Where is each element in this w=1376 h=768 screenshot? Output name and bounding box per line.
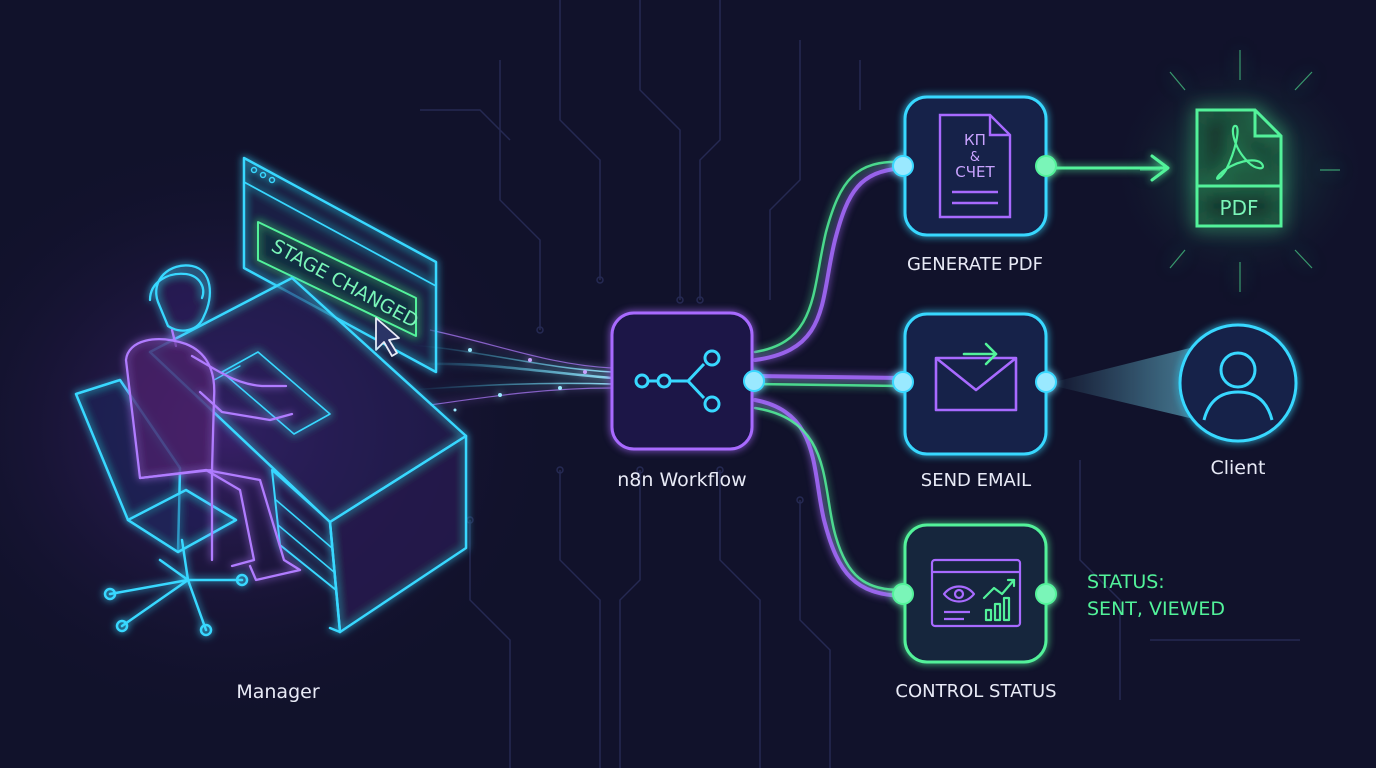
doc-text-line1: КП — [964, 131, 986, 149]
send-email-node[interactable] — [892, 312, 1057, 456]
send-arrow-icon — [962, 342, 998, 366]
control-status-output-port[interactable] — [1035, 583, 1057, 605]
manager-workstation: STAGE CHANGED — [74, 156, 468, 637]
chart-trend-icon — [982, 578, 1016, 622]
user-avatar-icon — [1202, 351, 1274, 421]
generate-pdf-label: GENERATE PDF — [907, 254, 1043, 275]
generate-pdf-node[interactable] — [892, 95, 1057, 237]
workflow-label: n8n Workflow — [617, 469, 746, 491]
manager-label: Manager — [236, 681, 319, 703]
dashboard-icon — [930, 558, 1022, 628]
document-icon — [938, 113, 1012, 219]
desk — [148, 276, 468, 634]
control-status-node[interactable] — [892, 523, 1057, 664]
control-status-label: CONTROL STATUS — [895, 681, 1056, 702]
pdf-file-icon — [1195, 108, 1283, 228]
manager-person — [124, 264, 302, 582]
connectors — [753, 154, 1170, 598]
doc-text-line2: & — [970, 150, 980, 165]
generate-pdf-input-port[interactable] — [892, 155, 914, 177]
envelope-icon — [934, 356, 1018, 412]
pdf-output — [1140, 50, 1340, 292]
pdf-badge: PDF — [1220, 196, 1259, 220]
doc-text-line3: СЧЕТ — [955, 163, 995, 181]
client-avatar — [1178, 323, 1298, 443]
control-status-input-port[interactable] — [892, 583, 914, 605]
status-note-line1: STATUS: — [1087, 571, 1165, 593]
generate-pdf-output-port[interactable] — [1035, 155, 1057, 177]
workflow-node[interactable] — [610, 311, 765, 451]
workflow-branch-icon — [634, 349, 721, 413]
client-label: Client — [1210, 457, 1265, 479]
office-chair — [74, 378, 249, 637]
workflow-output-port[interactable] — [743, 370, 765, 392]
cursor-icon — [375, 317, 400, 357]
monitor-window — [242, 156, 438, 374]
send-email-output-port[interactable] — [1035, 371, 1057, 393]
email-beam — [1046, 346, 1198, 420]
status-note-line2: SENT, VIEWED — [1087, 598, 1225, 620]
send-email-input-port[interactable] — [892, 371, 914, 393]
send-email-label: SEND EMAIL — [921, 470, 1031, 491]
